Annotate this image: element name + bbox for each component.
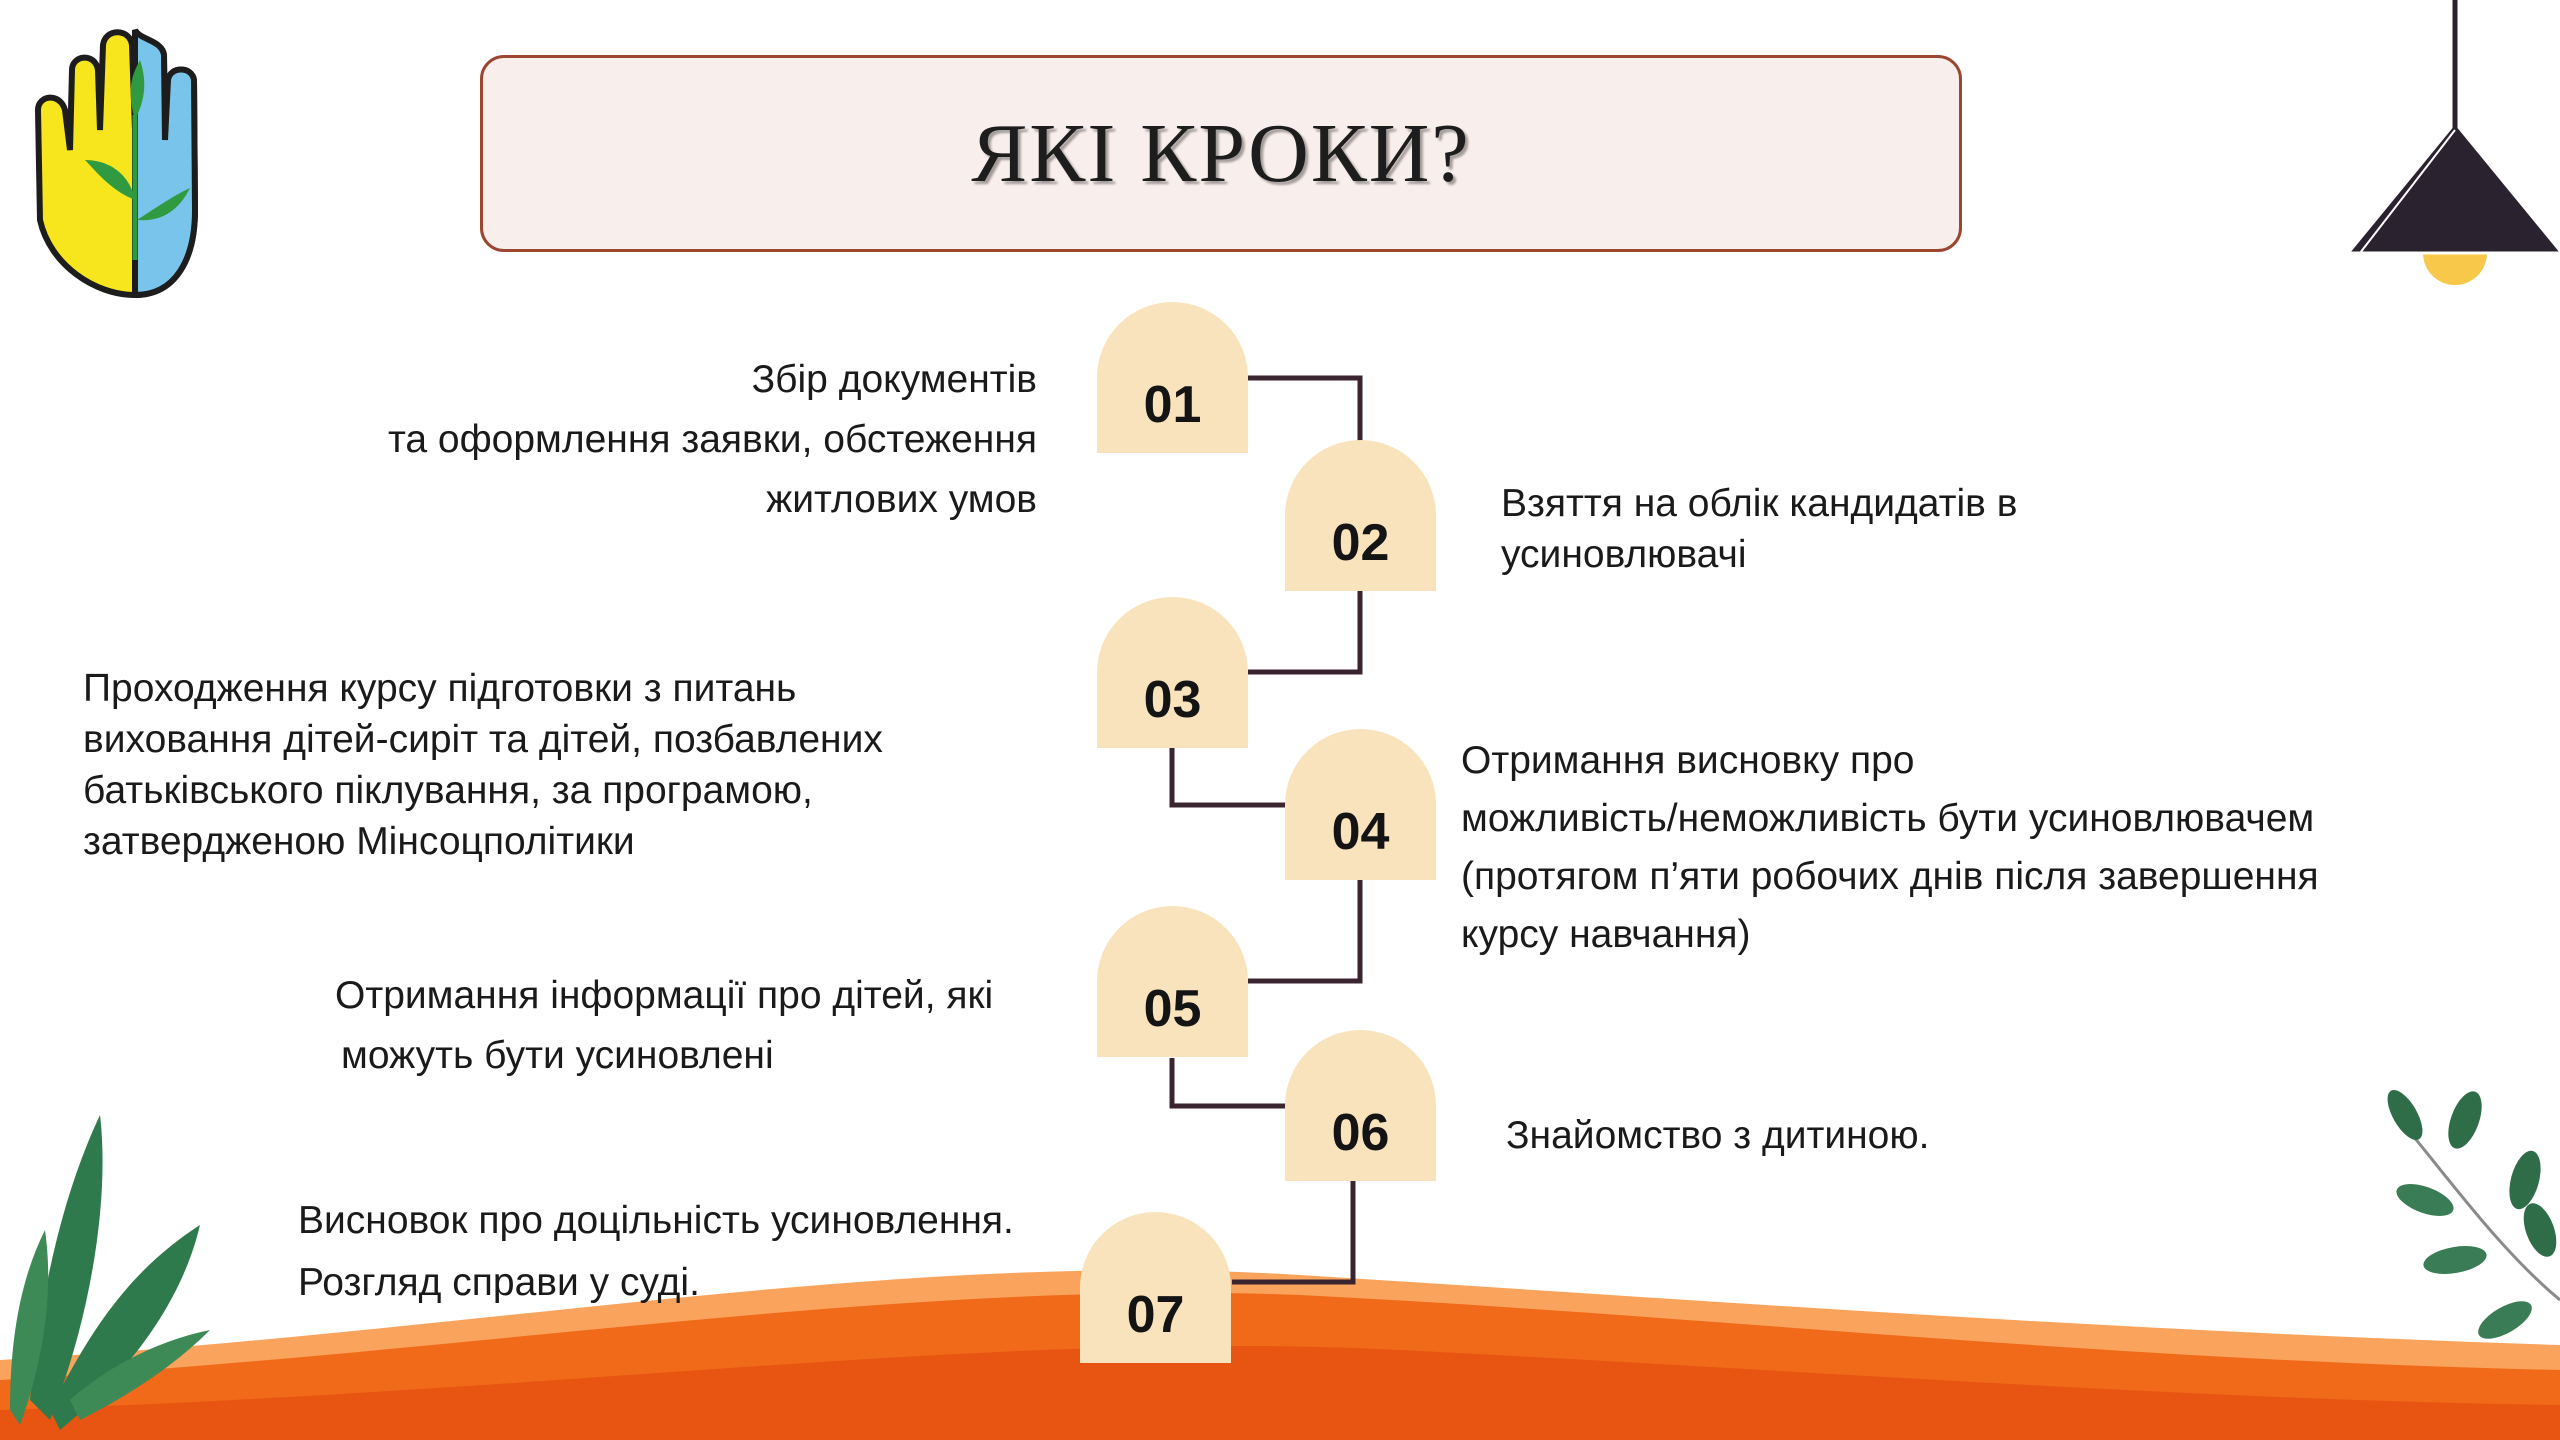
step-05-line-1: Отримання інформації про дітей, які xyxy=(335,974,994,1017)
step-04-line-2: можливість/неможливість бути усиновлювач… xyxy=(1461,797,2315,840)
step-number: 06 xyxy=(1331,1104,1390,1162)
step-04-line-3: (протягом п’яти робочих днів після завер… xyxy=(1461,855,2319,898)
step-01-line-2: та оформлення заявки, обстеження xyxy=(387,418,1037,461)
connector-01-02 xyxy=(1248,375,1363,445)
step-badge-06: 06 xyxy=(1285,1030,1436,1181)
step-07-line-2: Розгляд справи у суді. xyxy=(298,1261,700,1304)
step-badge-02: 02 xyxy=(1285,440,1436,591)
step-07-description: Висновок про доцільність усиновлення. Ро… xyxy=(298,1190,1098,1314)
step-number: 03 xyxy=(1143,671,1202,729)
step-badge-01: 01 xyxy=(1097,302,1248,453)
step-number: 07 xyxy=(1126,1286,1185,1344)
step-05-line-2: можуть бути усиновлені xyxy=(341,1034,774,1077)
step-04-line-1: Отримання висновку про xyxy=(1461,739,1915,782)
step-05-description: Отримання інформації про дітей, які можу… xyxy=(335,966,1095,1086)
connector-05-06 xyxy=(1169,1058,1286,1109)
step-04-description: Отримання висновку про можливість/неможл… xyxy=(1461,732,2461,964)
step-02-description: Взяття на облік кандидатів в усиновлювач… xyxy=(1501,478,2401,580)
step-06-line-1: Знайомство з дитиною. xyxy=(1506,1114,1930,1157)
step-badge-03: 03 xyxy=(1097,597,1248,748)
hand-icon xyxy=(34,28,199,299)
step-badge-04: 04 xyxy=(1285,729,1436,880)
page-title: ЯКІ КРОКИ? xyxy=(971,107,1471,200)
step-01-line-1: Збір документів xyxy=(751,358,1037,401)
step-01-description: Збір документів та оформлення заявки, об… xyxy=(300,350,1037,530)
connector-04-05 xyxy=(1248,880,1363,984)
step-03-line-1: Проходження курсу підготовки з питань xyxy=(83,667,797,710)
step-number: 02 xyxy=(1331,514,1390,572)
step-02-line-2: усиновлювачі xyxy=(1501,533,1747,576)
connector-06-07 xyxy=(1232,1180,1356,1285)
connector-02-03 xyxy=(1248,590,1363,675)
step-number: 05 xyxy=(1143,980,1202,1038)
step-04-line-4: курсу навчання) xyxy=(1461,913,1751,956)
title-box: ЯКІ КРОКИ? xyxy=(480,55,1962,252)
leaf-icon xyxy=(10,1115,210,1430)
step-03-line-3: батьківського піклування, за програмою, xyxy=(83,769,813,812)
orange-wave xyxy=(0,1270,2560,1440)
step-03-description: Проходження курсу підготовки з питань ви… xyxy=(83,663,1023,867)
step-02-line-1: Взяття на облік кандидатів в xyxy=(1501,482,2018,525)
step-number: 01 xyxy=(1143,376,1202,434)
step-06-description: Знайомство з дитиною. xyxy=(1506,1106,2306,1166)
step-07-line-1: Висновок про доцільність усиновлення. xyxy=(298,1199,1014,1242)
step-badge-05: 05 xyxy=(1097,906,1248,1057)
step-01-line-3: житлових умов xyxy=(766,478,1037,521)
step-03-line-2: виховання дітей-сиріт та дітей, позбавле… xyxy=(83,718,883,761)
branch-icon xyxy=(2387,1090,2560,1339)
connector-03-04 xyxy=(1169,748,1286,808)
step-badge-07: 07 xyxy=(1080,1212,1231,1363)
step-03-line-4: затвердженою Мінсоцполітики xyxy=(83,820,635,863)
step-number: 04 xyxy=(1331,803,1390,861)
hanging-lamp-icon xyxy=(2345,0,2560,285)
